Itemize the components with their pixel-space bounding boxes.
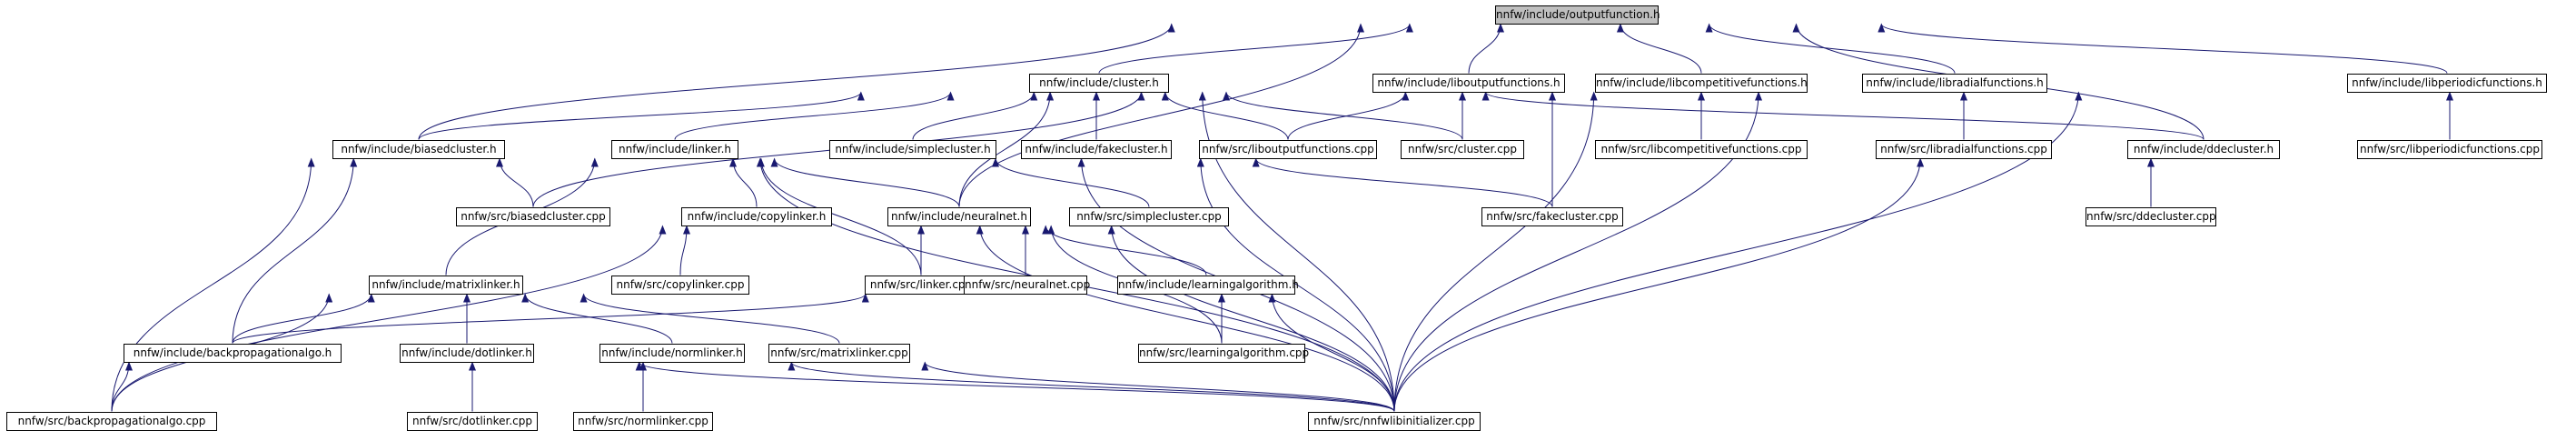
edge-simplecluster-to-cluster xyxy=(912,91,1038,140)
node-matrixlinker[interactable]: nnfw/include/matrixlinker.h xyxy=(369,275,523,295)
node-learningalgorithm[interactable]: nnfw/include/learningalgorithm.h xyxy=(1117,275,1299,295)
node-libcompetitivefunctions-cpp[interactable]: nnfw/src/libcompetitivefunctions.cpp xyxy=(1595,139,1808,159)
edge-nnfwlibinitializer-cpp-to-backpropagationalgo xyxy=(635,361,1395,412)
node-outputfunction[interactable]: nnfw/include/outputfunction.h xyxy=(1495,5,1660,25)
node-normlinker[interactable]: nnfw/include/normlinker.h xyxy=(599,343,745,363)
node-dotlinker-cpp[interactable]: nnfw/src/dotlinker.cpp xyxy=(407,411,538,431)
node-liboutputfunctions-cpp[interactable]: nnfw/src/liboutputfunctions.cpp xyxy=(1199,139,1377,159)
node-fakecluster-cpp[interactable]: nnfw/src/fakecluster.cpp xyxy=(1481,206,1623,226)
edge-nnfwlibinitializer-cpp-to-fakecluster xyxy=(1196,157,1395,412)
edge-fakecluster-cpp-to-fakecluster xyxy=(1252,157,1553,207)
node-neuralnet[interactable]: nnfw/include/neuralnet.h xyxy=(887,206,1031,226)
edge-neuralnet-to-linker xyxy=(770,157,960,207)
edge-neuralnet-to-outputfunction xyxy=(958,23,1364,207)
node-backpropagationalgo[interactable]: nnfw/include/backpropagationalgo.h xyxy=(124,343,342,363)
edge-nnfwlibinitializer-cpp-to-neuralnet xyxy=(1107,225,1395,412)
node-libcompetitivefunctions[interactable]: nnfw/include/libcompetitivefunctions.h xyxy=(1595,73,1808,93)
edge-nnfwlibinitializer-cpp-to-ddecluster xyxy=(1393,157,1925,412)
edge-nnfwlibinitializer-cpp-to-dotlinker xyxy=(788,361,1395,412)
node-matrixlinker-cpp[interactable]: nnfw/src/matrixlinker.cpp xyxy=(768,343,910,363)
node-dotlinker[interactable]: nnfw/include/dotlinker.h xyxy=(400,343,534,363)
node-biasedcluster[interactable]: nnfw/include/biasedcluster.h xyxy=(332,139,505,159)
edge-libperiodicfunctions-to-outputfunction xyxy=(1878,23,2448,74)
edge-simplecluster-cpp-to-simplecluster xyxy=(992,157,1150,207)
node-ddecluster[interactable]: nnfw/include/ddecluster.h xyxy=(2127,139,2280,159)
edge-biasedcluster-to-cluster xyxy=(418,91,865,140)
edge-matrixlinker-cpp-to-matrixlinker xyxy=(580,293,840,344)
node-libperiodicfunctions-cpp[interactable]: nnfw/src/libperiodicfunctions.cpp xyxy=(2357,139,2542,159)
node-libradialfunctions[interactable]: nnfw/include/libradialfunctions.h xyxy=(1862,73,2047,93)
node-libradialfunctions-cpp[interactable]: nnfw/src/libradialfunctions.cpp xyxy=(1876,139,2052,159)
edge-nnfwlibinitializer-cpp-to-learningalgorithm xyxy=(1268,293,1395,412)
node-fakecluster[interactable]: nnfw/include/fakecluster.h xyxy=(1021,139,1172,159)
edge-neuralnet-to-cluster xyxy=(958,91,1055,207)
edge-backpropagationalgo-cpp-to-neuralnet xyxy=(111,225,667,412)
node-libperiodicfunctions[interactable]: nnfw/include/libperiodicfunctions.h xyxy=(2347,73,2547,93)
edge-normlinker-to-matrixlinker xyxy=(521,293,673,344)
node-linker[interactable]: nnfw/include/linker.h xyxy=(611,139,738,159)
node-linker-cpp[interactable]: nnfw/src/linker.cpp xyxy=(865,275,977,295)
edge-copylinker-to-linker xyxy=(729,157,758,207)
edge-backpropagationalgo-to-matrixlinker xyxy=(232,293,375,344)
edge-liboutputfunctions-cpp-to-liboutputfunctions xyxy=(1287,91,1410,140)
edge-linker-to-cluster xyxy=(674,91,955,140)
edge-linker-cpp-to-linker xyxy=(757,157,922,276)
edge-backpropagationalgo-to-biasedcluster xyxy=(232,157,358,344)
node-learningalgorithm-cpp[interactable]: nnfw/src/learningalgorithm.cpp xyxy=(1138,343,1309,363)
edge-backpropagationalgo-cpp-to-biasedcluster xyxy=(111,157,315,412)
edge-cluster-to-outputfunction xyxy=(1098,23,1413,74)
edge-liboutputfunctions-cpp-to-cluster xyxy=(1161,91,1289,140)
node-backpropagationalgo-cpp[interactable]: nnfw/src/backpropagationalgo.cpp xyxy=(6,411,217,431)
node-neuralnet-cpp[interactable]: nnfw/src/neuralnet.cpp xyxy=(964,275,1090,295)
edge-libcompetitivefunctions-to-outputfunction xyxy=(1616,23,1702,74)
edge-liboutputfunctions-to-outputfunction xyxy=(1468,23,1504,74)
node-cluster[interactable]: nnfw/include/cluster.h xyxy=(1029,73,1169,93)
node-biasedcluster-cpp[interactable]: nnfw/src/biasedcluster.cpp xyxy=(456,206,610,226)
edge-backpropagationalgo-cpp-to-backpropagationalgo xyxy=(111,361,133,412)
edge-cluster-cpp-to-cluster xyxy=(1223,91,1463,140)
edge-libradialfunctions-to-outputfunction xyxy=(1705,23,1956,74)
edge-backpropagationalgo-to-learningalgorithm xyxy=(232,293,869,344)
node-normlinker-cpp[interactable]: nnfw/src/normlinker.cpp xyxy=(573,411,713,431)
edge-ddecluster-to-cluster xyxy=(1481,91,2204,140)
edge-nnfwlibinitializer-cpp-to-libcompetitivefunctions xyxy=(1393,91,1598,412)
edge-copylinker-cpp-to-copylinker xyxy=(679,225,690,276)
edge-biasedcluster-cpp-to-biasedcluster xyxy=(496,157,534,207)
node-copylinker[interactable]: nnfw/include/copylinker.h xyxy=(681,206,832,226)
node-ddecluster-cpp[interactable]: nnfw/src/ddecluster.cpp xyxy=(2086,206,2216,226)
node-simplecluster-cpp[interactable]: nnfw/src/simplecluster.cpp xyxy=(1069,206,1229,226)
node-liboutputfunctions[interactable]: nnfw/include/liboutputfunctions.h xyxy=(1372,73,1565,93)
edge-nnfwlibinitializer-cpp-to-copylinker xyxy=(976,225,1395,412)
node-copylinker-cpp[interactable]: nnfw/src/copylinker.cpp xyxy=(611,275,749,295)
edge-nnfwlibinitializer-cpp-to-normlinker xyxy=(921,361,1395,412)
node-simplecluster[interactable]: nnfw/include/simplecluster.h xyxy=(829,139,996,159)
node-nnfwlibinitializer-cpp[interactable]: nnfw/src/nnfwlibinitializer.cpp xyxy=(1308,411,1481,431)
edge-biasedcluster-to-outputfunction xyxy=(418,23,1175,140)
node-cluster-cpp[interactable]: nnfw/src/cluster.cpp xyxy=(1401,139,1524,159)
